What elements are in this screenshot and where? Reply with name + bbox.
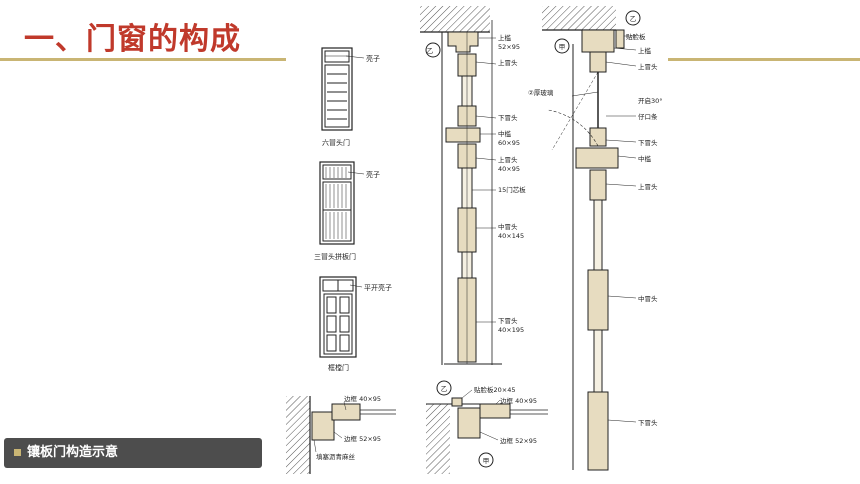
section-b-label-1: 上槛 — [638, 46, 652, 55]
section-b-label-9: 中冒头 — [638, 294, 658, 303]
plan-1-label-0: 边框 40×95 — [344, 394, 381, 403]
plan-2-marker-1: 甲 — [483, 457, 490, 465]
framed-transom-label: 平开亮子 — [364, 283, 392, 292]
section-a-label-4: 中槛 — [498, 129, 512, 138]
section-b-marker-0: 乙 — [630, 15, 637, 23]
section-b-label-4: 开启30° — [638, 96, 663, 105]
section-b-marker-1: 甲 — [559, 43, 566, 51]
section-a-label-8: 15门芯板 — [498, 185, 526, 194]
plan-2-label-1: 边框 40×95 — [500, 396, 537, 405]
section-b-label-5: 仔口条 — [638, 112, 658, 121]
six-panel-transom-label: 亮子 — [366, 54, 380, 63]
plan-2-marker-0: 乙 — [441, 385, 448, 393]
section-a-label-6: 上冒头 — [498, 155, 518, 164]
plan-2-label-2: 边框 52×95 — [500, 436, 537, 445]
plan-1-label-2: 填塞沥青麻丝 — [316, 452, 356, 461]
section-b-label-10: 下冒头 — [638, 418, 658, 427]
plan-detail-1 — [286, 396, 396, 474]
framed-door-name: 框樘门 — [328, 363, 349, 372]
section-b-label-0: 贴脸板 — [626, 32, 646, 41]
section-b-label-8: 上冒头 — [638, 182, 658, 191]
section-b-label-7: 中槛 — [638, 154, 652, 163]
six-panel-door-name: 六冒头门 — [322, 138, 350, 147]
caption-text: 镶板门构造示意 — [27, 445, 119, 460]
section-a-marker: 乙 — [427, 47, 434, 55]
section-a-label-1: 52×95 — [498, 43, 520, 51]
section-b-label-6: 下冒头 — [638, 138, 658, 147]
section-a-label-7: 40×95 — [498, 165, 520, 173]
section-a-label-3: 下冒头 — [498, 113, 518, 122]
figure-caption: 镶板门构造示意 — [4, 438, 262, 468]
section-a-label-12: 40×195 — [498, 326, 524, 334]
plan-2-label-0: 贴脸板20×45 — [474, 385, 516, 394]
section-b-label-2: 上冒头 — [638, 62, 658, 71]
plan-detail-2 — [426, 380, 548, 474]
section-a-label-0: 上槛 — [498, 33, 512, 42]
section-a-drawing — [420, 6, 502, 365]
title-rule-left — [0, 58, 286, 61]
three-rail-transom-label: 亮子 — [366, 170, 380, 179]
section-a-label-5: 60×95 — [498, 139, 520, 147]
door-framed — [319, 276, 363, 358]
section-b-label-3: ②厚玻璃 — [528, 88, 554, 97]
caption-bullet-icon — [14, 448, 21, 456]
door-three-rail — [319, 161, 365, 245]
plan-1-label-1: 边框 52×95 — [344, 434, 381, 443]
section-a-label-2: 上冒头 — [498, 58, 518, 67]
panel-door-drawing: 亮子 六冒头门 亮子 三冒头拼板门 — [286, 0, 668, 484]
section-a-label-10: 40×145 — [498, 232, 524, 240]
door-six-panel — [321, 47, 365, 131]
section-b-drawing — [542, 6, 641, 471]
page-title: 一、门窗的构成 — [24, 22, 241, 57]
title-rule-right — [668, 58, 860, 61]
section-a-label-11: 下冒头 — [498, 316, 518, 325]
three-rail-door-name: 三冒头拼板门 — [314, 252, 356, 261]
section-a-label-9: 中冒头 — [498, 222, 518, 231]
